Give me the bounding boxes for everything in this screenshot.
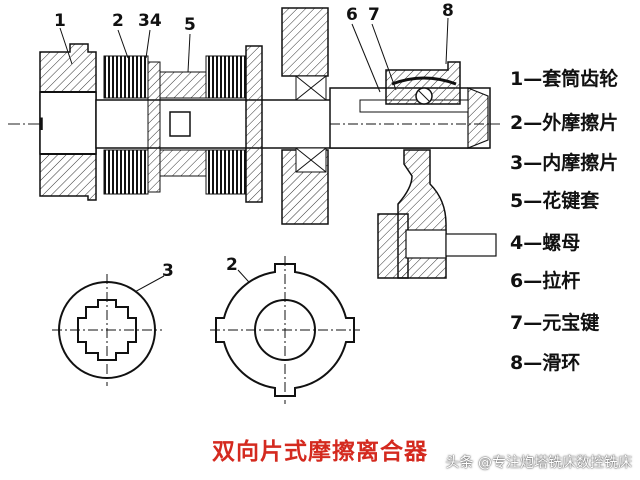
section-inner-plate [52, 274, 162, 386]
callout-section-3: 3 [162, 261, 174, 281]
diagram-caption: 双向片式摩擦离合器 [212, 439, 428, 465]
callout-7: 7 [368, 5, 380, 25]
legend-item-7: 7—元宝键 [510, 312, 600, 334]
callout-5: 5 [184, 15, 196, 35]
sleeve-gear-left [39, 43, 97, 201]
legend-item-5: 5—花键套 [510, 190, 600, 212]
shift-fork [377, 149, 497, 279]
legend-item-1: 1—套筒齿轮 [510, 68, 619, 90]
callout-section-2: 2 [226, 255, 238, 275]
spline-sleeve [159, 71, 207, 177]
callout-2: 2 [112, 11, 124, 31]
callout-6: 6 [346, 5, 358, 25]
sliding-ring [385, 61, 461, 105]
watermark: 头条 @专注炮塔铣床数控铣床 [445, 455, 632, 471]
callout-8: 8 [442, 1, 454, 21]
legend-item-8: 8—滑环 [510, 352, 581, 374]
friction-plates-right [205, 45, 263, 203]
legend-item-4: 4—螺母 [510, 232, 581, 254]
shaft-label-roman: I [38, 115, 44, 135]
housing-wall [281, 7, 329, 225]
callout-1: 1 [54, 11, 66, 31]
friction-plates-left [103, 55, 161, 195]
legend-item-3: 3—内摩擦片 [510, 152, 619, 174]
legend-item-6: 6—拉杆 [510, 270, 581, 292]
callout-34: 34 [138, 11, 162, 31]
section-outer-plate [210, 256, 360, 404]
legend-item-2: 2—外摩擦片 [510, 112, 619, 134]
leader-lines [59, 17, 449, 301]
